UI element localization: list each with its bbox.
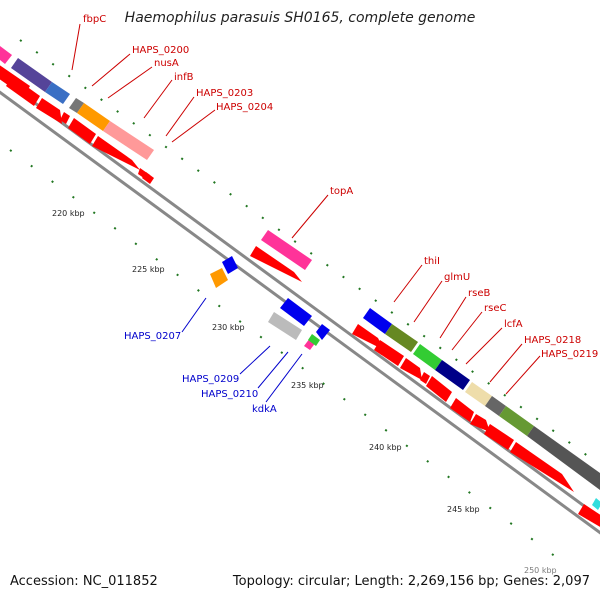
cds-arrow[interactable] (578, 504, 600, 528)
gene-label-glmU[interactable]: glmU (444, 272, 470, 283)
gene-label-HAPS_0210[interactable]: HAPS_0210 (201, 389, 258, 400)
map-title: Haemophilus parasuis SH0165, complete ge… (124, 10, 476, 26)
forward-gene-labels: fbpC HAPS_0200 nusA infB HAPS_0203 HAPS_… (83, 14, 598, 360)
cds-arrow[interactable] (470, 414, 490, 432)
feature-block-glmU[interactable] (385, 324, 418, 352)
tick-label: 235 kbp (291, 381, 324, 390)
feature-block-fbpC[interactable] (45, 82, 70, 104)
gene-label-thiI[interactable]: thiI (424, 256, 440, 267)
cds-arrow-reverse[interactable] (316, 324, 330, 340)
cds-arrow[interactable] (68, 118, 96, 144)
gene-label-rseC[interactable]: rseC (484, 303, 506, 314)
gene-label-lcfA[interactable]: lcfA (504, 319, 523, 330)
gene-label-HAPS_0204[interactable]: HAPS_0204 (216, 102, 273, 113)
label-leaders (71, 23, 541, 403)
cds-arrow[interactable] (426, 376, 452, 402)
cds-arrow[interactable] (352, 324, 384, 350)
gene-label-HAPS_0203[interactable]: HAPS_0203 (196, 88, 253, 99)
tick-label: 245 kbp (447, 505, 480, 514)
cds-arrow[interactable] (484, 424, 514, 450)
tick-track-outer (19, 39, 600, 466)
gene-label-HAPS_0218[interactable]: HAPS_0218 (524, 335, 581, 346)
feature-block-lcfA[interactable] (465, 382, 492, 406)
forward-features (0, 46, 600, 510)
cds-arrows-forward (0, 65, 600, 528)
kbp-tick-labels: 220 kbp 225 kbp 230 kbp 235 kbp 240 kbp … (52, 209, 557, 575)
cds-arrow-reverse[interactable] (280, 298, 312, 326)
reverse-features (210, 256, 330, 350)
feature-block-HAPS_0207[interactable] (210, 268, 228, 288)
gene-label-fbpC[interactable]: fbpC (83, 14, 106, 25)
genome-summary: Topology: circular; Length: 2,269,156 bp… (232, 574, 590, 589)
gene-label-HAPS_0200[interactable]: HAPS_0200 (132, 45, 189, 56)
tick-label: 225 kbp (132, 265, 165, 274)
tick-label: 230 kbp (212, 323, 245, 332)
cds-arrow[interactable] (36, 98, 62, 124)
gene-label-nusA[interactable]: nusA (154, 58, 179, 69)
cds-arrow[interactable] (420, 372, 430, 384)
feature-block-pink[interactable] (0, 46, 12, 64)
cds-arrow[interactable] (60, 112, 70, 124)
cds-arrow[interactable] (92, 136, 140, 170)
feature-block-HAPS_0218[interactable] (485, 396, 506, 416)
feature-block-kdkA[interactable] (308, 334, 320, 346)
cds-arrow[interactable] (450, 398, 474, 422)
feature-block-cyan[interactable] (592, 498, 600, 510)
feature-block-topA[interactable] (261, 230, 312, 270)
cds-arrow[interactable] (400, 358, 422, 380)
feature-block-thiI[interactable] (363, 308, 392, 334)
cds-arrow[interactable] (374, 340, 404, 366)
tick-label: 250 kbp (524, 566, 557, 575)
tick-label: 240 kbp (369, 443, 402, 452)
gene-label-rseB[interactable]: rseB (468, 288, 490, 299)
gene-label-HAPS_0207[interactable]: HAPS_0207 (124, 331, 181, 342)
feature-block-rseC[interactable] (435, 360, 470, 390)
feature-block-purple[interactable] (11, 58, 52, 92)
cds-arrow[interactable] (6, 76, 40, 106)
cds-arrow-reverse[interactable] (222, 256, 238, 274)
accession-label: Accession: NC_011852 (10, 574, 158, 589)
gene-label-topA[interactable]: topA (330, 186, 353, 197)
gene-label-kdkA[interactable]: kdkA (252, 404, 277, 415)
cds-arrow[interactable] (142, 172, 154, 184)
feature-block-HAPS_0209[interactable] (268, 312, 302, 340)
cds-arrow[interactable] (250, 246, 302, 282)
gene-label-infB[interactable]: infB (174, 72, 194, 83)
feature-block-infB[interactable] (103, 121, 154, 160)
feature-block-dark[interactable] (527, 426, 600, 490)
feature-block-rseB[interactable] (413, 344, 442, 370)
feature-block-HAPS_0219[interactable] (499, 406, 534, 436)
feature-block-nusA[interactable] (77, 103, 110, 131)
cds-arrow[interactable] (510, 442, 574, 492)
gene-label-HAPS_0209[interactable]: HAPS_0209 (182, 374, 239, 385)
reverse-gene-labels: HAPS_0207 HAPS_0209 HAPS_0210 kdkA (124, 331, 277, 415)
tick-label: 220 kbp (52, 209, 85, 218)
gene-label-HAPS_0219[interactable]: HAPS_0219 (541, 349, 598, 360)
feature-block-HAPS_0200[interactable] (69, 98, 84, 113)
